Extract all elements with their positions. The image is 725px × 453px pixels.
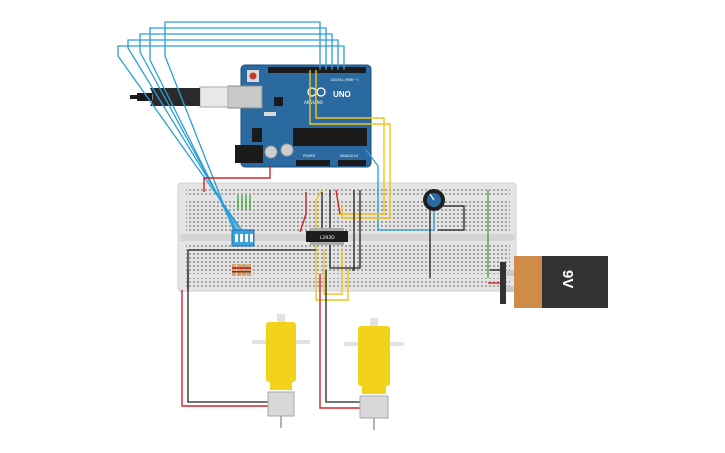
arduino-model-label: UNO (333, 90, 351, 99)
wires-red (181, 165, 500, 409)
driver-chip-label: L293D (320, 235, 335, 241)
wires-yellow (309, 70, 391, 301)
power-header (296, 160, 330, 166)
usb-connector (227, 85, 263, 109)
dc-motor-right (344, 318, 404, 430)
digital-header (268, 67, 366, 73)
digital-header-label: DIGITAL (PWM ~) (331, 78, 358, 82)
arduino-uno: ARDUINO UNO DIGITAL (PWM ~) POWER ANALOG… (227, 64, 372, 168)
power-header-label: POWER (303, 154, 316, 158)
wires-blue (117, 21, 435, 237)
dc-motor-left (252, 314, 310, 428)
dip-switch (231, 229, 255, 247)
driver-chip: L293D (306, 228, 348, 245)
arduino-brand-label: ARDUINO (304, 100, 323, 105)
battery-label: 9V (559, 270, 576, 288)
analog-header-label: ANALOG IN (340, 154, 358, 158)
atmega-chip (293, 128, 367, 146)
resistors (232, 264, 251, 276)
wires-black (187, 190, 500, 403)
breadboard-top-rail (186, 188, 510, 197)
battery-9v: 9V (500, 256, 608, 308)
analog-header (338, 160, 366, 166)
power-jack (235, 145, 263, 163)
wires-green (237, 190, 489, 278)
potentiometer (423, 189, 445, 211)
